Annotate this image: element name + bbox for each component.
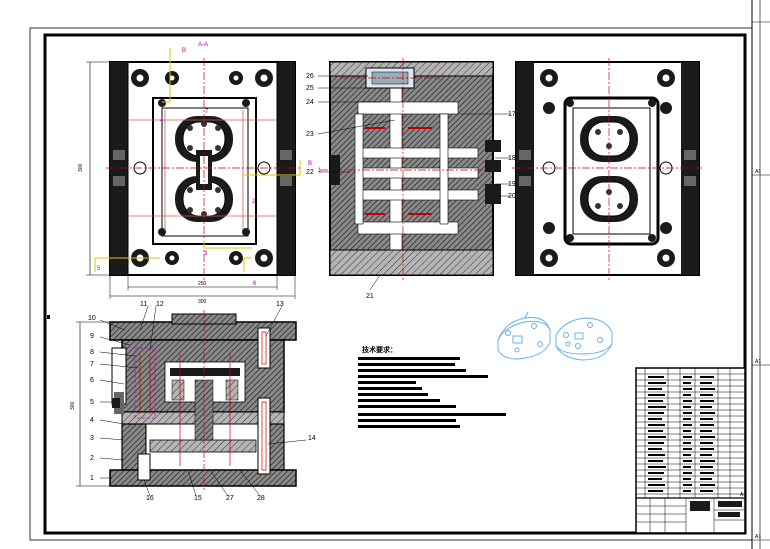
mag-label-1: B <box>182 48 186 54</box>
right-margin-label-2: A1 <box>755 359 761 365</box>
part-6: 6 <box>90 377 94 384</box>
iso-part-left <box>497 311 551 360</box>
part-3: 3 <box>90 435 94 442</box>
top-plan-view-right <box>512 58 703 280</box>
part-19: 19 <box>508 181 516 188</box>
mag-label-9: 7 <box>205 109 209 115</box>
part-1: 1 <box>90 475 94 482</box>
part-23: 23 <box>306 131 314 138</box>
part-25: 25 <box>306 85 314 92</box>
technical-requirements: 技术要求： <box>358 345 506 428</box>
parts-list-grid <box>636 368 745 498</box>
part-7: 7 <box>90 361 94 368</box>
part-18: 18 <box>508 155 516 162</box>
section-label-aa: A-A <box>198 42 208 48</box>
tech-requirements-title: 技术要求： <box>362 345 397 354</box>
dim-inner-width: 250 <box>198 281 207 287</box>
part-14: 14 <box>308 435 316 442</box>
dim-height-left: 300 <box>78 163 84 172</box>
mag-label-4: 2 <box>252 199 256 205</box>
mag-label-8: 6 <box>253 281 257 287</box>
right-margin-label-1: A1 <box>755 169 761 175</box>
part-2: 2 <box>90 455 94 462</box>
part-27: 27 <box>226 495 234 502</box>
part-11: 11 <box>140 301 147 308</box>
dim-outer-width: 300 <box>198 299 207 305</box>
mag-label-3: 1 <box>318 168 322 174</box>
right-margin-label-3: A1 <box>755 534 761 540</box>
side-section-view: 300 10 9 8 7 6 5 4 3 2 <box>70 301 316 502</box>
part-21: 21 <box>366 293 374 300</box>
part-16: 16 <box>146 495 154 502</box>
part-12: 12 <box>156 301 164 308</box>
part-26: 26 <box>306 73 314 80</box>
part-24: 24 <box>306 99 314 106</box>
dim-height-side: 300 <box>70 401 76 410</box>
part-8: 8 <box>90 349 94 356</box>
part-15: 15 <box>194 495 202 502</box>
parts-list-text-marks <box>648 376 715 492</box>
sheet-frame: A1 A1 A1 <box>29 0 770 549</box>
part-22: 22 <box>306 169 314 176</box>
tech-requirements-lines <box>358 357 506 428</box>
mag-label-2: B <box>308 161 312 167</box>
part-28: 28 <box>257 495 265 502</box>
iso-part-right <box>555 317 613 361</box>
title-block-sheet-label: A1 <box>740 492 746 498</box>
top-plan-view-left: 300 250 300 A-A B B 1 2 3 4 5 6 7 <box>78 42 322 305</box>
part-4: 4 <box>90 417 94 424</box>
part-17: 17 <box>508 111 516 118</box>
part-10: 10 <box>88 315 96 322</box>
part-13: 13 <box>276 301 284 308</box>
part-20: 20 <box>508 193 516 200</box>
mag-label-6: 4 <box>160 118 164 124</box>
isometric-part-views <box>497 311 613 361</box>
part-9: 9 <box>90 333 94 340</box>
section-view-middle: 26 25 24 23 22 17 18 19 20 21 <box>306 58 516 300</box>
title-block: A1 <box>635 367 746 534</box>
part-5: 5 <box>90 399 94 406</box>
mag-label-5: 3 <box>204 251 208 257</box>
mag-label-7: 5 <box>97 266 101 272</box>
